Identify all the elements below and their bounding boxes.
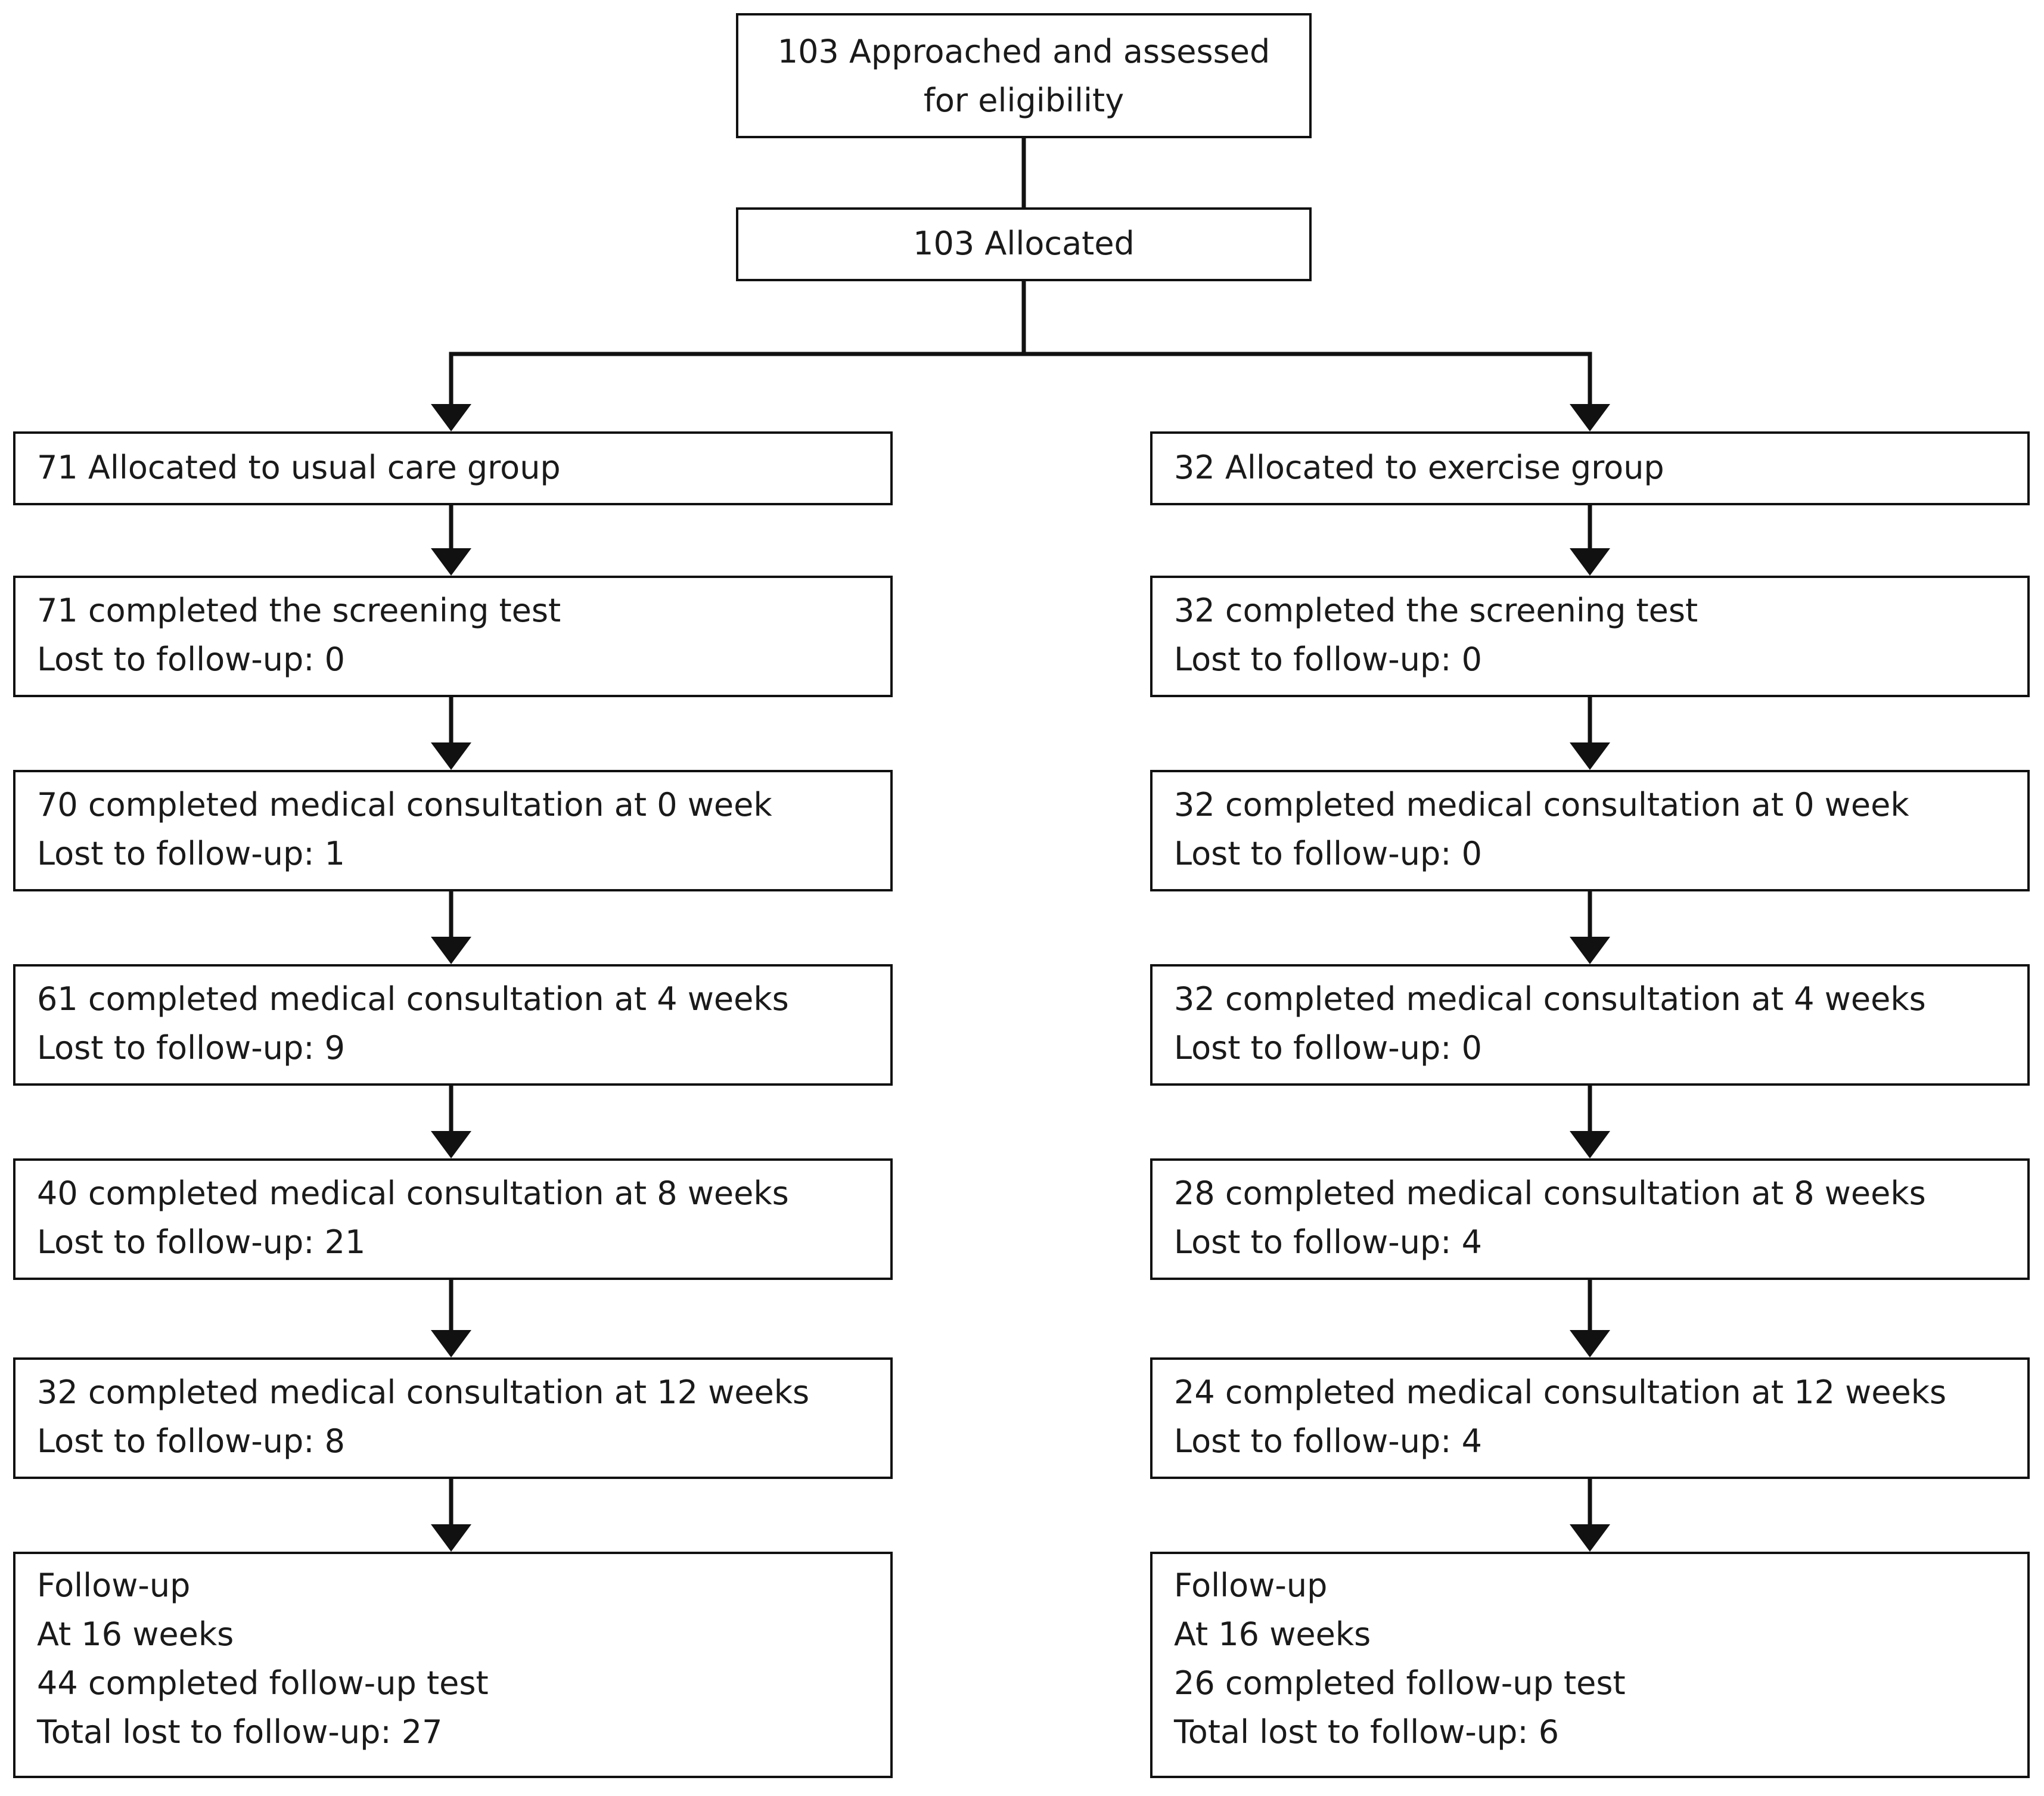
usual-care-box-5-line-1: 40 completed medical consultation at 8 w… bbox=[37, 1174, 789, 1212]
usual-care-box-2-line-1: 71 completed the screening test bbox=[37, 592, 561, 629]
allocated-box-line-1: 103 Allocated bbox=[913, 225, 1135, 262]
arrow-exercise-4-head bbox=[1570, 1131, 1610, 1158]
usual-care-box-4: 61 completed medical consultation at 4 w… bbox=[13, 964, 893, 1086]
usual-care-box-7-line-4: Total lost to follow-up: 27 bbox=[37, 1713, 443, 1751]
exercise-box-4-line-1: 32 completed medical consultation at 4 w… bbox=[1174, 980, 1926, 1018]
usual-care-box-6: 32 completed medical consultation at 12 … bbox=[13, 1357, 893, 1479]
exercise-box-5-line-1: 28 completed medical consultation at 8 w… bbox=[1174, 1174, 1926, 1212]
exercise-box-3: 32 completed medical consultation at 0 w… bbox=[1150, 770, 2030, 891]
allocated-box: 103 Allocated bbox=[736, 207, 1312, 281]
usual-care-box-5: 40 completed medical consultation at 8 w… bbox=[13, 1158, 893, 1280]
arrow-exercise-2-head bbox=[1570, 742, 1610, 770]
exercise-box-6-line-2: Lost to follow-up: 4 bbox=[1174, 1422, 1482, 1460]
arrow-usual-care-5-head bbox=[431, 1330, 471, 1357]
exercise-box-7-line-1: Follow-up bbox=[1174, 1567, 1328, 1604]
exercise-box-7-line-2: At 16 weeks bbox=[1174, 1615, 1371, 1653]
exercise-box-4-line-2: Lost to follow-up: 0 bbox=[1174, 1029, 1482, 1067]
arrow-usual-care-3-head bbox=[431, 937, 471, 964]
exercise-box-6: 24 completed medical consultation at 12 … bbox=[1150, 1357, 2030, 1479]
exercise-box-5: 28 completed medical consultation at 8 w… bbox=[1150, 1158, 2030, 1280]
arrow-usual-care-1-head bbox=[431, 548, 471, 576]
arrow-exercise-1-head bbox=[1570, 548, 1610, 576]
usual-care-box-1-line-1: 71 Allocated to usual care group bbox=[37, 449, 561, 486]
exercise-box-3-line-1: 32 completed medical consultation at 0 w… bbox=[1174, 786, 1909, 824]
exercise-box-3-line-2: Lost to follow-up: 0 bbox=[1174, 835, 1482, 872]
arrow-usual-care-4-head bbox=[431, 1131, 471, 1158]
exercise-box-1-line-1: 32 Allocated to exercise group bbox=[1174, 449, 1664, 486]
arrow-usual-care-2-head bbox=[431, 742, 471, 770]
arrow-to-exercise-head bbox=[1570, 404, 1610, 431]
exercise-box-7-line-3: 26 completed follow-up test bbox=[1174, 1664, 1626, 1702]
usual-care-box-4-line-2: Lost to follow-up: 9 bbox=[37, 1029, 345, 1067]
usual-care-box-5-line-2: Lost to follow-up: 21 bbox=[37, 1223, 366, 1261]
exercise-box-5-line-2: Lost to follow-up: 4 bbox=[1174, 1223, 1482, 1261]
usual-care-box-7-line-2: At 16 weeks bbox=[37, 1615, 234, 1653]
usual-care-box-7-line-1: Follow-up bbox=[37, 1567, 191, 1604]
exercise-box-4: 32 completed medical consultation at 4 w… bbox=[1150, 964, 2030, 1086]
usual-care-box-7: Follow-up At 16 weeks 44 completed follow-… bbox=[13, 1552, 893, 1778]
exercise-box-7: Follow-up At 16 weeks 26 completed follow-… bbox=[1150, 1552, 2030, 1778]
exercise-box-2-line-1: 32 completed the screening test bbox=[1174, 592, 1698, 629]
usual-care-box-1: 71 Allocated to usual care group bbox=[13, 431, 893, 505]
arrow-exercise-6-head bbox=[1570, 1524, 1610, 1552]
arrow-to-usual-care-head bbox=[431, 404, 471, 431]
exercise-box-1: 32 Allocated to exercise group bbox=[1150, 431, 2030, 505]
usual-care-box-2-line-2: Lost to follow-up: 0 bbox=[37, 641, 345, 678]
usual-care-box-6-line-2: Lost to follow-up: 8 bbox=[37, 1422, 345, 1460]
usual-care-box-7-line-3: 44 completed follow-up test bbox=[37, 1664, 489, 1702]
usual-care-box-3-line-2: Lost to follow-up: 1 bbox=[37, 835, 345, 872]
usual-care-box-3-line-1: 70 completed medical consultation at 0 w… bbox=[37, 786, 772, 824]
arrow-usual-care-6-head bbox=[431, 1524, 471, 1552]
exercise-box-7-line-4: Total lost to follow-up: 6 bbox=[1174, 1713, 1560, 1751]
arrow-exercise-3-head bbox=[1570, 937, 1610, 964]
exercise-box-6-line-1: 24 completed medical consultation at 12 … bbox=[1174, 1374, 1947, 1411]
exercise-box-2-line-2: Lost to follow-up: 0 bbox=[1174, 641, 1482, 678]
usual-care-box-3: 70 completed medical consultation at 0 w… bbox=[13, 770, 893, 891]
approached-box-line-2: for eligibility bbox=[923, 82, 1124, 119]
approached-box-line-1: 103 Approached and assessed bbox=[777, 33, 1270, 70]
approached-box: 103 Approached and assessed for eligibili… bbox=[736, 13, 1312, 138]
usual-care-box-4-line-1: 61 completed medical consultation at 4 w… bbox=[37, 980, 789, 1018]
arrow-exercise-5-head bbox=[1570, 1330, 1610, 1357]
usual-care-box-6-line-1: 32 completed medical consultation at 12 … bbox=[37, 1374, 810, 1411]
